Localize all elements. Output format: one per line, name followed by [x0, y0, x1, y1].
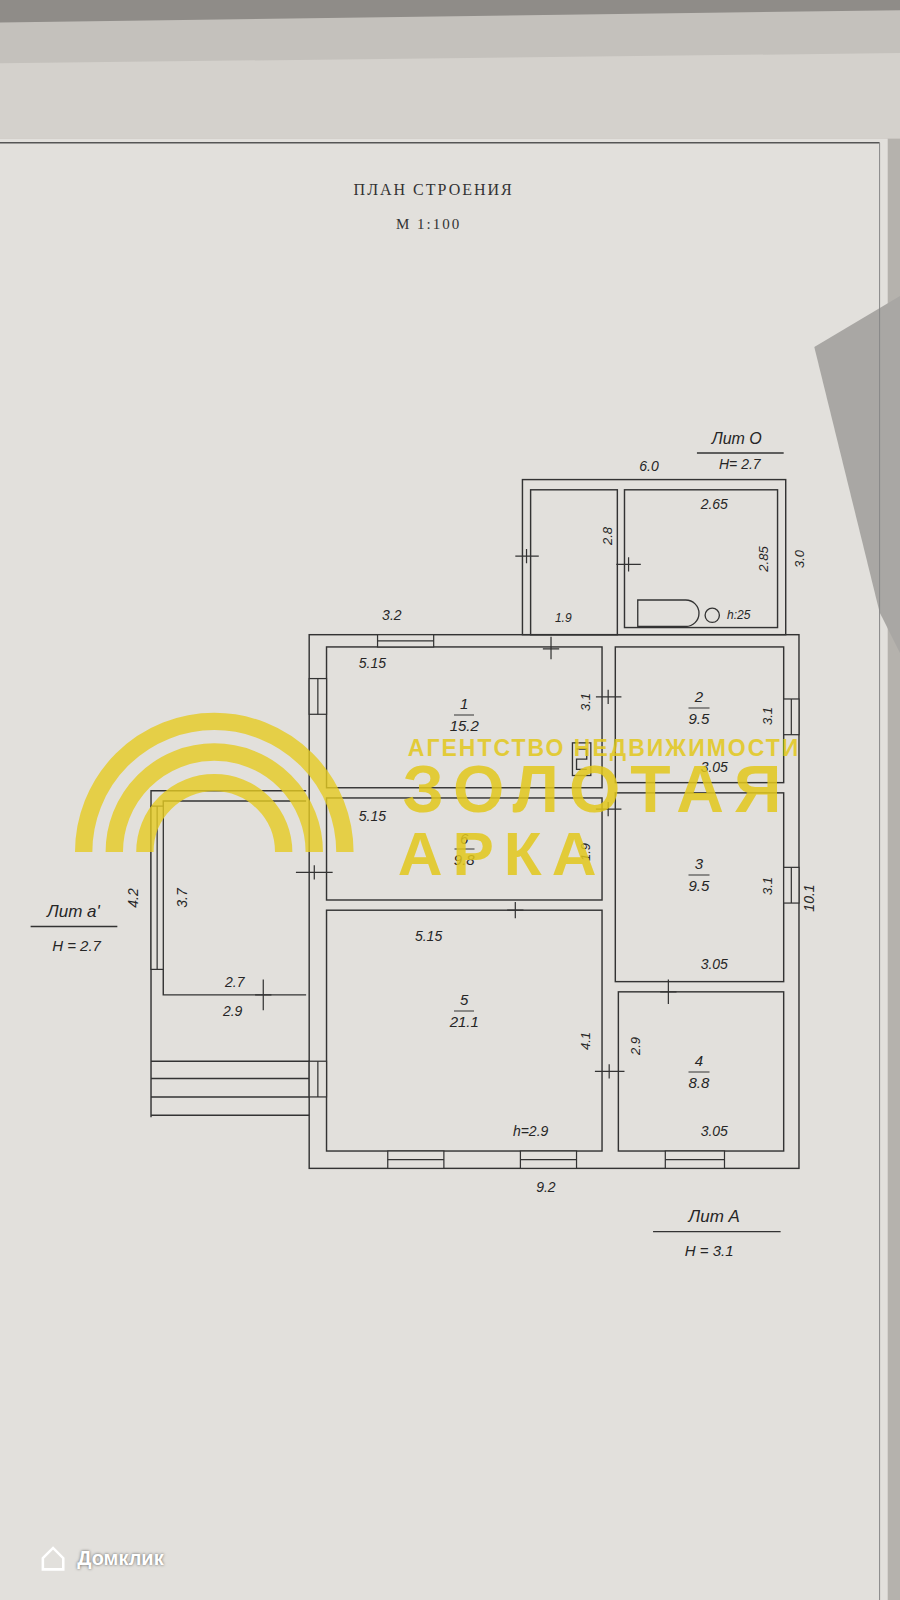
building-letter: Лит а': [47, 903, 100, 920]
dimension: 3.0: [792, 550, 805, 568]
building-letter: Лит О: [712, 431, 762, 447]
room-outline: [618, 992, 783, 1151]
height-note: Н= 2.7: [719, 457, 761, 471]
dimension: 3.1: [761, 707, 774, 725]
watermark: АРКА: [398, 823, 607, 885]
watermark: Домклик: [77, 1548, 164, 1568]
room-number: 2: [689, 689, 709, 709]
dimension: 4.2: [126, 888, 140, 907]
room-area: 15.2: [446, 715, 482, 734]
dimension: 3.05: [701, 1124, 728, 1138]
scale: М 1:100: [396, 217, 461, 232]
dimension: 2.85: [757, 547, 770, 572]
bathtub: [638, 600, 699, 627]
sheet: [0, 10, 900, 139]
shadow: [814, 296, 900, 653]
watermark-arc: [145, 783, 284, 852]
watermark-arcs: [84, 721, 345, 852]
dimension: 3.1: [578, 693, 591, 711]
building-letter: Лит А: [689, 1208, 740, 1225]
dimension: 3.1: [761, 877, 774, 895]
underline: [31, 453, 784, 1232]
dimension: 5.15: [359, 656, 386, 670]
room-area: 21.1: [446, 1011, 482, 1030]
dimension: 2.9: [628, 1037, 641, 1055]
frame-line: [879, 143, 880, 1600]
dimension: 2.7: [225, 975, 244, 989]
dimension: 4.1: [578, 1032, 591, 1050]
dimension: 5.15: [415, 929, 442, 943]
room-number: 1: [454, 696, 474, 716]
dimension: 9.2: [536, 1180, 555, 1194]
sheet-main: [0, 139, 888, 1600]
room-area: 9.5: [685, 875, 712, 894]
dimension: 3.05: [701, 957, 728, 971]
room-area: 8.8: [685, 1072, 712, 1091]
room-box: 48.8: [681, 1050, 716, 1093]
dimension: 1.9: [555, 612, 572, 624]
dimension: 3.2: [382, 608, 401, 622]
dimension: 2.8: [601, 527, 614, 545]
room-box: 115.2: [442, 693, 486, 736]
dimension: 2.9: [223, 1004, 242, 1018]
boiler-symbol: [705, 608, 719, 622]
height-note: h:25: [727, 609, 750, 621]
room-box: 39.5: [681, 853, 716, 896]
dimension: 2.65: [701, 497, 728, 511]
outer-wall: [309, 635, 799, 1169]
plan-title: ПЛАН СТРОЕНИЯ: [354, 182, 514, 198]
dimension: 3.7: [175, 888, 189, 907]
annex-wall: [522, 480, 785, 635]
room-box: 29.5: [681, 686, 716, 729]
height-note: Н = 3.1: [685, 1243, 734, 1258]
sheet: [0, 53, 900, 139]
room-box: 521.1: [442, 989, 486, 1032]
room-number: 5: [454, 992, 474, 1012]
room-outline: [327, 910, 603, 1151]
domclick-icon: [43, 1548, 63, 1569]
height-note: Н = 2.7: [52, 937, 101, 952]
frame-line: [0, 142, 880, 144]
watermark-arc: [84, 721, 345, 852]
windows: [151, 635, 799, 1169]
annex-room: [531, 490, 618, 635]
stairs: [151, 1061, 309, 1115]
walls: [31, 453, 799, 1232]
height-note: h=2.9: [513, 1124, 548, 1138]
annex-room: [624, 490, 777, 628]
dimension: 5.15: [359, 809, 386, 823]
room-number: 3: [689, 856, 709, 876]
room-number: 4: [689, 1053, 709, 1073]
room-area: 9.5: [685, 708, 712, 727]
watermark: ЗОЛОТАЯ: [402, 756, 791, 822]
background-papers: [0, 0, 900, 139]
dimension: 6.0: [639, 459, 658, 473]
watermark-arc: [114, 752, 314, 852]
dimension: 10.1: [802, 884, 816, 911]
